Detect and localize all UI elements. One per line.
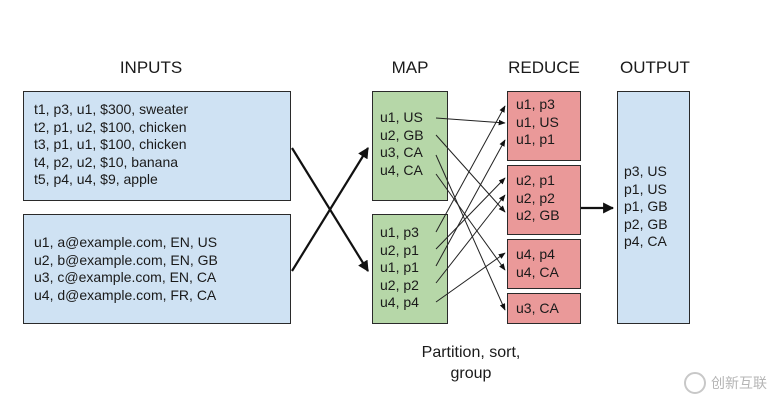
user-row: u3, c@example.com, EN, CA bbox=[34, 269, 217, 285]
output-pair: p1, GB bbox=[624, 198, 668, 214]
shuffle-arrow bbox=[435, 117, 506, 126]
map-pair: u4, CA bbox=[380, 161, 423, 178]
shuffle-arrow bbox=[435, 139, 506, 267]
output-pair: p2, GB bbox=[624, 215, 668, 232]
input-to-map-arrow bbox=[291, 147, 369, 272]
transactions-input-box bbox=[23, 91, 291, 201]
shuffle-arrow bbox=[435, 194, 506, 284]
watermark: 创新互联 bbox=[684, 372, 767, 394]
shuffle-arrow bbox=[435, 134, 506, 213]
map-pair: u1, p1 bbox=[380, 259, 419, 275]
user-row: u4, d@example.com, FR, CA bbox=[34, 286, 217, 303]
transaction-row: t4, p2, u2, $10, banana bbox=[34, 153, 179, 170]
map-pair: u3, CA bbox=[380, 144, 423, 160]
user-row: u2, b@example.com, EN, GB bbox=[34, 251, 218, 268]
reduce-group-u1-box bbox=[507, 91, 581, 161]
reduce-group-u2-box bbox=[507, 165, 581, 235]
reduce-title: REDUCE bbox=[508, 58, 580, 77]
transaction-row: t3, p1, u1, $100, chicken bbox=[34, 136, 187, 152]
watermark-text: 创新互联 bbox=[711, 375, 767, 391]
inputs-title: INPUTS bbox=[119, 58, 183, 77]
map-pair: u2, p2 bbox=[380, 276, 419, 293]
transaction-row: t2, p1, u2, $100, chicken bbox=[34, 118, 187, 135]
reduce-pair: u2, p1 bbox=[516, 172, 555, 188]
reduce-pair: u4, CA bbox=[516, 263, 559, 280]
reduce-group-u4-list: u4, p4 u4, CA bbox=[516, 246, 559, 281]
output-pair: p4, CA bbox=[624, 233, 667, 249]
caption-line: group bbox=[450, 365, 492, 382]
output-title: OUTPUT bbox=[620, 58, 690, 77]
shuffle-arrow bbox=[435, 105, 506, 233]
map-pair: u2, GB bbox=[380, 126, 424, 143]
watermark-logo-icon bbox=[684, 372, 706, 394]
output-pair: p3, US bbox=[624, 163, 667, 179]
users-list: u1, a@example.com, EN, US u2, b@example.… bbox=[34, 234, 218, 304]
reduce-group-u1-list: u1, p3 u1, US u1, p1 bbox=[516, 96, 559, 149]
reduce-group-u3-list: u3, CA bbox=[516, 300, 559, 318]
map-pair: u2, p1 bbox=[380, 241, 419, 258]
reduce-pair: u2, p2 bbox=[516, 189, 555, 206]
reduce-group-u4-box bbox=[507, 239, 581, 289]
map-bottom-list: u1, p3 u2, p1 u1, p1 u2, p2 u4, p4 bbox=[380, 224, 419, 312]
reduce-pair: u1, US bbox=[516, 113, 559, 130]
map-pair: u1, US bbox=[380, 109, 423, 125]
reduce-pair: u4, p4 bbox=[516, 246, 555, 262]
map-output-top-box bbox=[372, 91, 448, 201]
transaction-row: t1, p3, u1, $300, sweater bbox=[34, 101, 189, 117]
shuffle-arrow bbox=[435, 177, 506, 250]
reduce-pair: u3, CA bbox=[516, 300, 559, 316]
transaction-row: t5, p4, u4, $9, apple bbox=[34, 171, 158, 187]
reduce-group-u2-list: u2, p1 u2, p2 u2, GB bbox=[516, 172, 560, 225]
user-row: u1, a@example.com, EN, US bbox=[34, 234, 218, 250]
reduce-group-u3-box bbox=[507, 293, 581, 324]
transactions-list: t1, p3, u1, $300, sweater t2, p1, u2, $1… bbox=[34, 101, 188, 189]
reduce-pair: u1, p3 bbox=[516, 96, 555, 112]
map-pair: u1, p3 bbox=[380, 224, 419, 240]
reduce-pair: u1, p1 bbox=[516, 131, 555, 147]
output-list: p3, US p1, US p1, GB p2, GB p4, CA bbox=[624, 163, 668, 251]
shuffle-arrow bbox=[435, 154, 506, 311]
shuffle-caption: Partition, sort, group bbox=[396, 342, 546, 384]
map-top-list: u1, US u2, GB u3, CA u4, CA bbox=[380, 109, 424, 179]
shuffle-arrow bbox=[435, 173, 506, 271]
users-input-box bbox=[23, 214, 291, 324]
map-pair: u4, p4 bbox=[380, 294, 419, 310]
output-pair: p1, US bbox=[624, 180, 667, 197]
output-box bbox=[617, 91, 690, 324]
shuffle-arrow bbox=[435, 252, 506, 303]
reduce-pair: u2, GB bbox=[516, 207, 560, 223]
map-title: MAP bbox=[391, 58, 429, 77]
caption-line: Partition, sort, bbox=[421, 344, 521, 361]
